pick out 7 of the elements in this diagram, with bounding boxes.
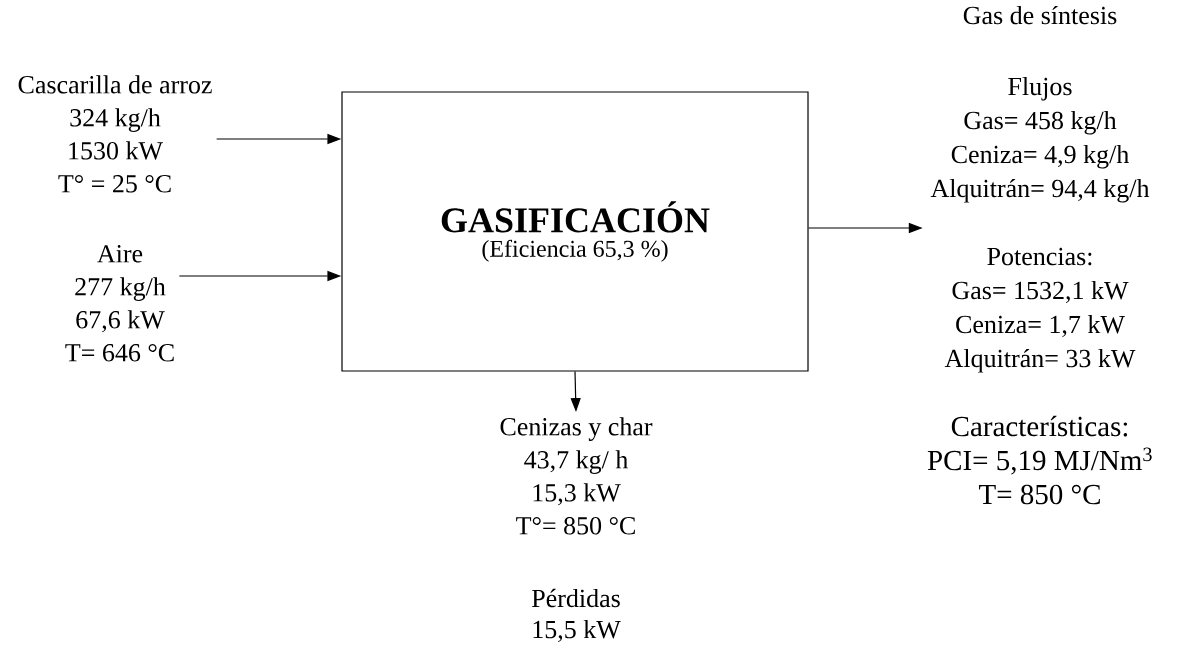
flow-text: Gas de síntesis Flujos Gas= 458 kg/h Ceniza= 4,9 kg/h Alquitrán= 94,4 kg/h Potencias: Gas= 1532,1 kW Ceniza= 1,7 kW Alquitrán= 33 kW Características: PCI= 5,19 MJ/Nm$^{3}$ T= 850 °C: [927, 5, 1152, 505]
label-text: Pérdidas: [532, 588, 620, 608]
process-box: GASIFICACIÓN (Eficiencia 65,3 %): [341, 91, 809, 372]
flow-text: Aire 277 kg/h 67,6 kW T= 646 °C: [65, 245, 174, 362]
flow-text: Cascarilla de arroz 324 kg/h 1530 kW T° = 25 °C: [18, 75, 212, 193]
label-text: 15,5 kW: [533, 620, 621, 643]
flow-text: Cenizas y char 43,7 kg/ h 15,3 kW T°= 850 °C: [500, 417, 653, 535]
